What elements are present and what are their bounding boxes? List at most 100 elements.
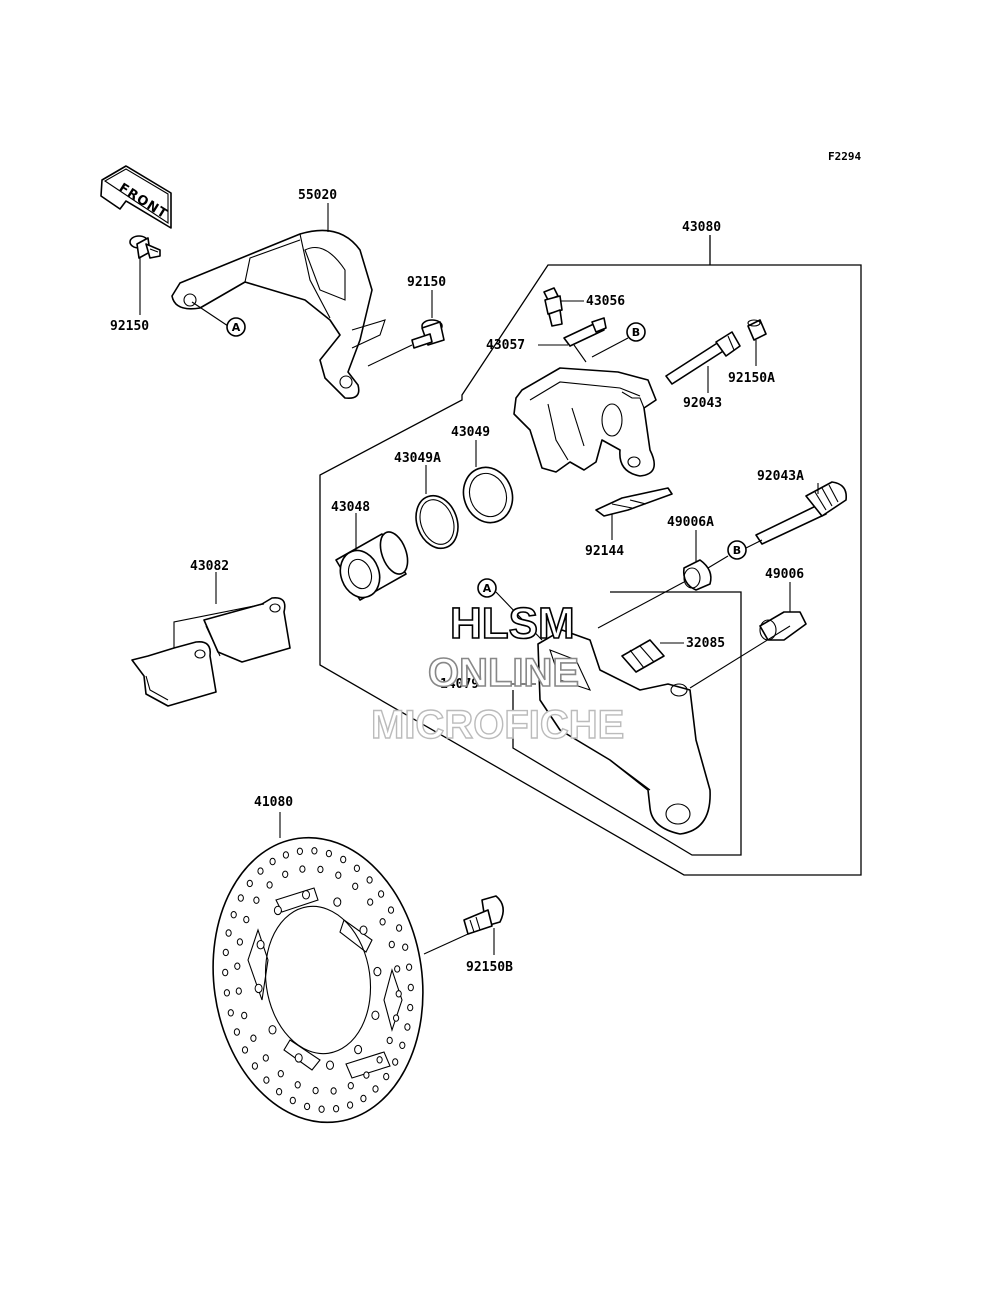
disc-hole <box>387 906 395 914</box>
figure-code: F2294 <box>828 150 861 163</box>
label-pin-bracket: 92043A <box>757 469 804 484</box>
leader-a-caliper <box>495 591 543 641</box>
disc-hole <box>386 1036 393 1045</box>
disc-hole <box>276 1088 283 1096</box>
disc-hole <box>227 1009 234 1017</box>
label-boot-a: 49006A <box>667 515 714 530</box>
svg-text:B: B <box>632 326 640 339</box>
disc-hole <box>367 898 374 906</box>
disc-hole <box>378 890 385 898</box>
leader-43057-b <box>573 344 587 363</box>
disc-hole <box>282 870 289 878</box>
cap-pin-part <box>747 319 767 341</box>
disc-hole <box>318 1105 325 1113</box>
disc-hole <box>407 1003 414 1012</box>
front-arrow-icon: FRONT <box>100 165 172 229</box>
label-dust-seal: 43049 <box>451 425 490 440</box>
disc-hole <box>352 882 359 890</box>
caliper-assy-frame <box>319 235 862 876</box>
label-bolt-right: 92150 <box>407 275 446 290</box>
label-piston-seal: 43049A <box>394 451 441 466</box>
disc-hole <box>360 1094 367 1103</box>
watermark-line-2: ONLINE <box>428 651 579 695</box>
disc-hole <box>366 876 373 884</box>
disc-hole <box>404 1023 411 1031</box>
watermark-line-1: HLSM <box>450 599 575 648</box>
disc-hole <box>222 968 229 977</box>
disc-hole <box>340 855 347 864</box>
disc-hole <box>253 896 260 904</box>
label-disc: 41080 <box>254 795 293 810</box>
svg-text:A: A <box>232 321 241 334</box>
disc-hole <box>263 1076 270 1084</box>
disc-hole <box>402 943 409 951</box>
disc-hole <box>354 1044 363 1055</box>
disc-hole <box>376 1056 383 1064</box>
label-bolt-left: 92150 <box>110 319 149 334</box>
disc-hole <box>241 1046 249 1054</box>
ref-marker-a-caliper: A <box>477 578 497 598</box>
disc-hole <box>383 1072 390 1081</box>
disc-hole <box>347 1101 354 1109</box>
bracket-part <box>171 229 386 400</box>
disc-hole <box>289 1096 296 1105</box>
bracket-sub-frame <box>512 591 742 856</box>
disc-holes <box>222 847 414 1113</box>
label-boot: 49006 <box>765 567 804 582</box>
leader-boot-to-bracket <box>597 581 685 629</box>
label-piston: 43048 <box>331 500 370 515</box>
leader-b-plate <box>591 337 629 358</box>
bleeder-valve-part <box>543 287 563 327</box>
label-bleeder: 43056 <box>586 294 625 309</box>
disc-hole <box>317 865 324 874</box>
disc-hole <box>243 915 250 924</box>
disc-hole <box>396 924 403 932</box>
label-plate: 43057 <box>486 338 525 353</box>
pad-pin-part <box>665 331 741 385</box>
disc-hole <box>246 879 253 888</box>
disc-hole <box>326 1060 334 1070</box>
disc-hole <box>395 990 402 998</box>
label-spring: 92144 <box>585 544 624 559</box>
leader-b-pin <box>745 539 763 549</box>
disc-hole <box>266 881 273 889</box>
disc-hole <box>392 1058 399 1066</box>
disc-hole <box>399 1041 406 1050</box>
disc-hole <box>235 987 242 995</box>
disc-hole <box>335 871 342 879</box>
leader-a-bracket <box>191 301 229 327</box>
disc-hole <box>302 890 310 900</box>
disc-hole <box>237 894 244 902</box>
leader-bolt-disc-line <box>423 933 469 955</box>
piston-seal-part <box>415 494 459 550</box>
label-cap-pin: 92150A <box>728 371 775 386</box>
disc-hole <box>311 847 318 855</box>
disc-hole <box>254 983 263 994</box>
disc-hole <box>273 905 282 916</box>
disc-hole <box>407 983 414 992</box>
svg-text:B: B <box>733 544 741 557</box>
disc-hole <box>225 929 232 937</box>
disc-hole <box>347 1082 354 1090</box>
disc-hole <box>223 989 230 997</box>
bolt-left-part <box>129 235 161 259</box>
pad-spring-part <box>595 487 673 517</box>
disc-hole <box>262 1054 269 1062</box>
disc-hole <box>325 849 332 858</box>
disc-hole <box>333 1105 340 1113</box>
caliper-body-part <box>513 367 657 477</box>
pad-assy-part <box>131 596 291 707</box>
disc-hole <box>371 1010 380 1020</box>
bolt-right-part <box>411 319 445 349</box>
disc-hole <box>256 940 265 950</box>
disc-hole <box>373 966 382 977</box>
label-pad-assy: 43082 <box>190 559 229 574</box>
leader-43082-a <box>173 603 265 648</box>
svg-text:A: A <box>483 582 492 595</box>
disc-hole <box>234 962 241 970</box>
disc-hole <box>282 851 289 859</box>
disc-hole <box>277 1070 284 1078</box>
disc-hole <box>268 1025 277 1035</box>
disc-hole <box>353 864 360 872</box>
